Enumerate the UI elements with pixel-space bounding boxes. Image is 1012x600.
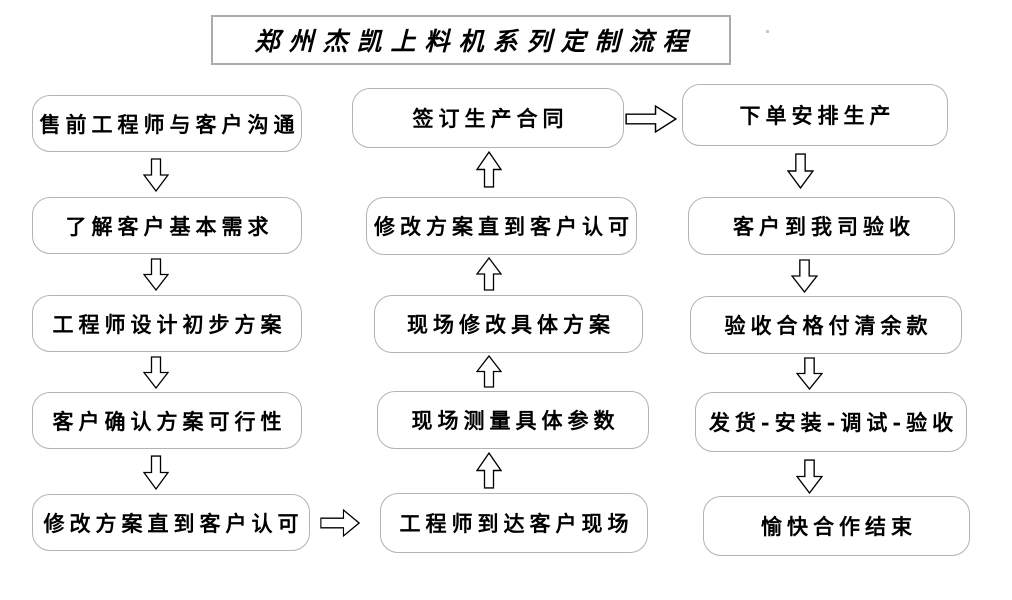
right-arrow-icon	[320, 509, 360, 537]
step-onsite-revise-until-approved: 修改方案直到客户认可	[366, 197, 637, 255]
up-arrow-icon	[476, 151, 502, 188]
down-arrow-icon	[143, 356, 169, 389]
right-arrow-icon	[625, 105, 677, 133]
down-arrow-icon	[796, 357, 823, 390]
step-onsite-measure-parameters: 现场测量具体参数	[377, 391, 649, 449]
up-arrow-icon	[476, 355, 502, 388]
step-revise-until-approved: 修改方案直到客户认可	[32, 494, 310, 551]
step-pay-remaining-balance: 验收合格付清余款	[690, 296, 962, 354]
down-arrow-icon	[143, 258, 169, 291]
step-ship-install-debug-accept: 发货-安装-调试-验收	[695, 392, 967, 452]
step-presales-communication: 售前工程师与客户沟通	[32, 95, 302, 152]
step-sign-contract: 签订生产合同	[352, 88, 624, 148]
up-arrow-icon	[476, 452, 502, 489]
down-arrow-icon	[143, 158, 169, 192]
step-order-production: 下单安排生产	[682, 84, 948, 146]
flowchart-title: 郑州杰凯上料机系列定制流程	[254, 27, 697, 56]
step-engineer-arrives-site: 工程师到达客户现场	[380, 493, 648, 553]
step-understand-needs: 了解客户基本需求	[32, 197, 302, 254]
step-confirm-feasibility: 客户确认方案可行性	[32, 392, 302, 449]
step-onsite-modify-plan: 现场修改具体方案	[374, 295, 643, 353]
step-customer-acceptance: 客户到我司验收	[688, 197, 955, 255]
step-cooperation-end: 愉快合作结束	[703, 496, 970, 556]
down-arrow-icon	[787, 153, 814, 189]
down-arrow-icon	[791, 259, 818, 293]
down-arrow-icon	[796, 459, 823, 494]
up-arrow-icon	[476, 257, 502, 291]
down-arrow-icon	[143, 455, 169, 490]
stray-mark	[766, 30, 769, 33]
flowchart-title-box: 郑州杰凯上料机系列定制流程	[211, 15, 731, 65]
step-design-preliminary-plan: 工程师设计初步方案	[32, 295, 302, 352]
